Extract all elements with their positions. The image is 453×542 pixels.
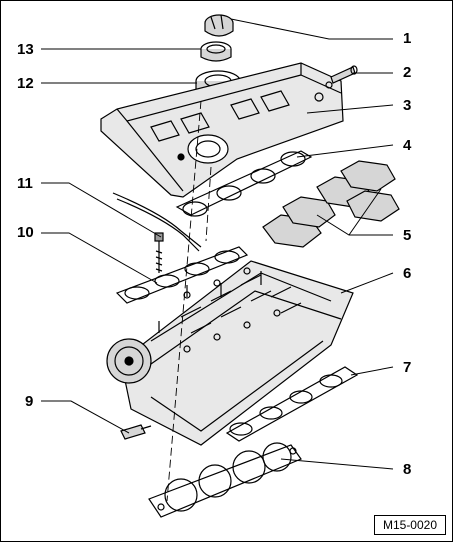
reference-code-label: M15-0020 <box>374 515 446 535</box>
callout-7: 7 <box>403 359 412 376</box>
part-intake-gasket <box>115 246 249 304</box>
callout-10: 10 <box>17 224 34 241</box>
part-bearing-caps <box>262 160 400 248</box>
part-cover-gasket <box>112 150 313 252</box>
part-seal-ring <box>200 41 232 62</box>
part-exhaust-gasket <box>225 366 359 442</box>
callout-13: 13 <box>17 41 34 58</box>
callout-3: 3 <box>403 97 412 114</box>
callout-4: 4 <box>403 137 412 154</box>
part-breather-pipe <box>330 65 358 84</box>
callout-5: 5 <box>403 227 412 244</box>
callout-6: 6 <box>403 265 412 282</box>
part-oil-filler-cap <box>204 14 234 37</box>
callout-1: 1 <box>403 30 412 47</box>
part-head-bolt <box>154 232 164 273</box>
callout-9: 9 <box>25 393 34 410</box>
callout-2: 2 <box>403 64 412 81</box>
callout-8: 8 <box>403 461 412 478</box>
callout-12: 12 <box>17 75 34 92</box>
part-head-gasket <box>148 442 302 518</box>
part-temperature-sender <box>120 424 152 440</box>
callout-11: 11 <box>17 175 33 192</box>
leader-lines <box>41 18 394 470</box>
part-cylinder-head <box>106 260 354 446</box>
part-cylinder-head-cover <box>100 62 344 198</box>
